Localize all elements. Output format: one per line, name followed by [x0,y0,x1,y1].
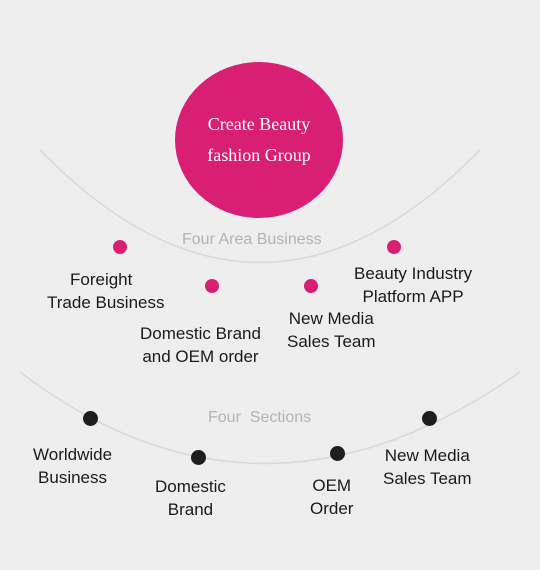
section-node-label-line2: Sales Team [383,469,472,488]
section-node-label-line1: Domestic [155,477,226,496]
section-node-label: Worldwide Business [33,443,112,489]
area-node-dot [205,279,219,293]
area-node-label-line2: Trade Business [47,293,165,312]
section-node-dot [83,411,98,426]
area-node-dot [304,279,318,293]
area-node-label-line1: Beauty Industry [354,264,473,283]
section-node-label: Domestic Brand [155,475,226,521]
area-node-label: New Media Sales Team [287,307,376,353]
section-node-dot [422,411,437,426]
area-node-dot [113,240,127,254]
hub-circle: Create Beauty fashion Group [175,62,343,218]
area-node-label-line1: New Media [288,309,374,328]
area-node-label: Beauty Industry Platform APP [354,262,472,308]
area-node-label-line2: Sales Team [287,332,376,351]
area-business-arc [39,149,481,264]
section-node-label-line2: Order [310,499,354,518]
area-node-label-line1: Foreight [70,270,133,289]
section-node-dot [330,446,345,461]
section-node-label: New Media Sales Team [383,444,472,490]
area-node-label: Domestic Brand and OEM order [140,322,261,368]
sections-title: Four Sections [208,409,312,426]
area-node-label: Foreight Trade Business [47,268,164,314]
section-node-label-line2: Business [38,468,108,487]
section-node-label-line1: New Media [384,446,470,465]
hub-title-line2: fashion Group [207,145,311,165]
section-node-label-line1: OEM [312,476,352,495]
hub-title-line1: Create Beauty [207,114,311,134]
section-node-dot [191,450,206,465]
section-node-label: OEM Order [310,474,353,520]
section-node-label-line2: Brand [167,500,214,519]
area-node-label-line2: Platform APP [362,287,464,306]
section-node-label-line1: Worldwide [33,445,113,464]
area-node-label-line1: Domestic Brand [140,324,261,343]
area-business-title: Four Area Business [182,231,322,248]
area-node-label-line2: and OEM order [142,347,259,366]
area-node-dot [387,240,401,254]
